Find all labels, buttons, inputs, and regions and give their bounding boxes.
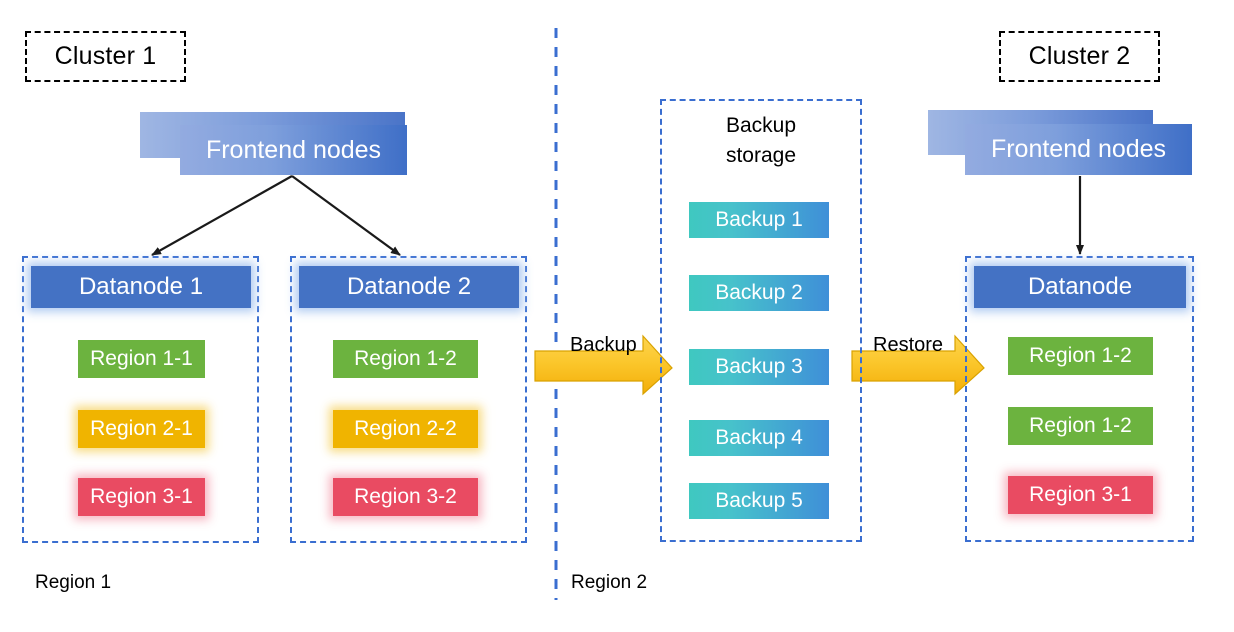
- region-chip-2-2[interactable]: Region 2-2: [333, 410, 478, 448]
- datanode-1-container: [22, 256, 259, 543]
- backup-storage-title: Backup storage: [660, 111, 862, 171]
- region-chip-1-1-label: Region 1-1: [90, 347, 193, 370]
- backup-chip-5[interactable]: Backup 5: [689, 483, 829, 519]
- region-chip-3-2-label: Region 3-2: [354, 485, 457, 508]
- backup-chip-4-label: Backup 4: [715, 426, 803, 449]
- datanode-2-container: [290, 256, 527, 543]
- datanode-header[interactable]: Datanode: [974, 266, 1186, 308]
- datanode-container: [965, 256, 1194, 542]
- region-chip-1-2[interactable]: Region 1-2: [333, 340, 478, 378]
- region-chip-2-1[interactable]: Region 2-1: [78, 410, 205, 448]
- backup-chip-3-label: Backup 3: [715, 355, 803, 378]
- datanode-2-title: Datanode 2: [346, 273, 472, 300]
- datanode-1-header[interactable]: Datanode 1: [31, 266, 251, 308]
- region-chip-1-1[interactable]: Region 1-1: [78, 340, 205, 378]
- frontend-nodes-2[interactable]: Frontend nodes: [965, 124, 1192, 175]
- region-chip-2-2-label: Region 2-2: [354, 417, 457, 440]
- region-2-footer: Region 2: [571, 572, 648, 593]
- backup-flow-label: Backup: [570, 334, 637, 356]
- backup-chip-1[interactable]: Backup 1: [689, 202, 829, 238]
- cluster-1-label-box: Cluster 1: [25, 31, 186, 82]
- frontend-nodes-1[interactable]: Frontend nodes: [180, 125, 407, 175]
- region-chip-3-1[interactable]: Region 3-1: [78, 478, 205, 516]
- frontend-nodes-1-label: Frontend nodes: [205, 135, 382, 164]
- cluster-1-label: Cluster 1: [54, 42, 157, 70]
- backup-chip-5-label: Backup 5: [715, 489, 803, 512]
- region-chip-3-2[interactable]: Region 3-2: [333, 478, 478, 516]
- backup-chip-2-label: Backup 2: [715, 281, 803, 304]
- restored-region-chip-2[interactable]: Region 1-2: [1008, 407, 1153, 445]
- region-1-footer: Region 1: [35, 572, 112, 593]
- cluster-2-label-box: Cluster 2: [999, 31, 1160, 82]
- backup-chip-2[interactable]: Backup 2: [689, 275, 829, 311]
- datanode-title: Datanode: [1027, 273, 1133, 300]
- backup-storage-title-line-2: storage: [725, 144, 797, 167]
- region-chip-2-1-label: Region 2-1: [90, 417, 193, 440]
- region-chip-3-1-label: Region 3-1: [90, 485, 193, 508]
- backup-storage-container: [660, 99, 862, 542]
- restored-region-chip-1-label: Region 1-2: [1029, 344, 1132, 367]
- backup-chip-1-label: Backup 1: [715, 208, 803, 231]
- backup-storage-title-line-1: Backup: [725, 114, 797, 137]
- region-chip-1-2-label: Region 1-2: [354, 347, 457, 370]
- datanode-1-title: Datanode 1: [78, 273, 204, 300]
- backup-chip-3[interactable]: Backup 3: [689, 349, 829, 385]
- restored-region-chip-3[interactable]: Region 3-1: [1008, 476, 1153, 514]
- arrow-frontend-to-datanode-2: [291, 175, 401, 256]
- restored-region-chip-1[interactable]: Region 1-2: [1008, 337, 1153, 375]
- restore-flow-label: Restore: [873, 334, 944, 356]
- restored-region-chip-3-label: Region 3-1: [1029, 483, 1132, 506]
- datanode-2-header[interactable]: Datanode 2: [299, 266, 519, 308]
- backup-chip-4[interactable]: Backup 4: [689, 420, 829, 456]
- cluster-2-label: Cluster 2: [1028, 42, 1131, 70]
- arrow-frontend-to-datanode-1: [151, 175, 293, 256]
- frontend-nodes-2-label: Frontend nodes: [990, 135, 1167, 163]
- restored-region-chip-2-label: Region 1-2: [1029, 414, 1132, 437]
